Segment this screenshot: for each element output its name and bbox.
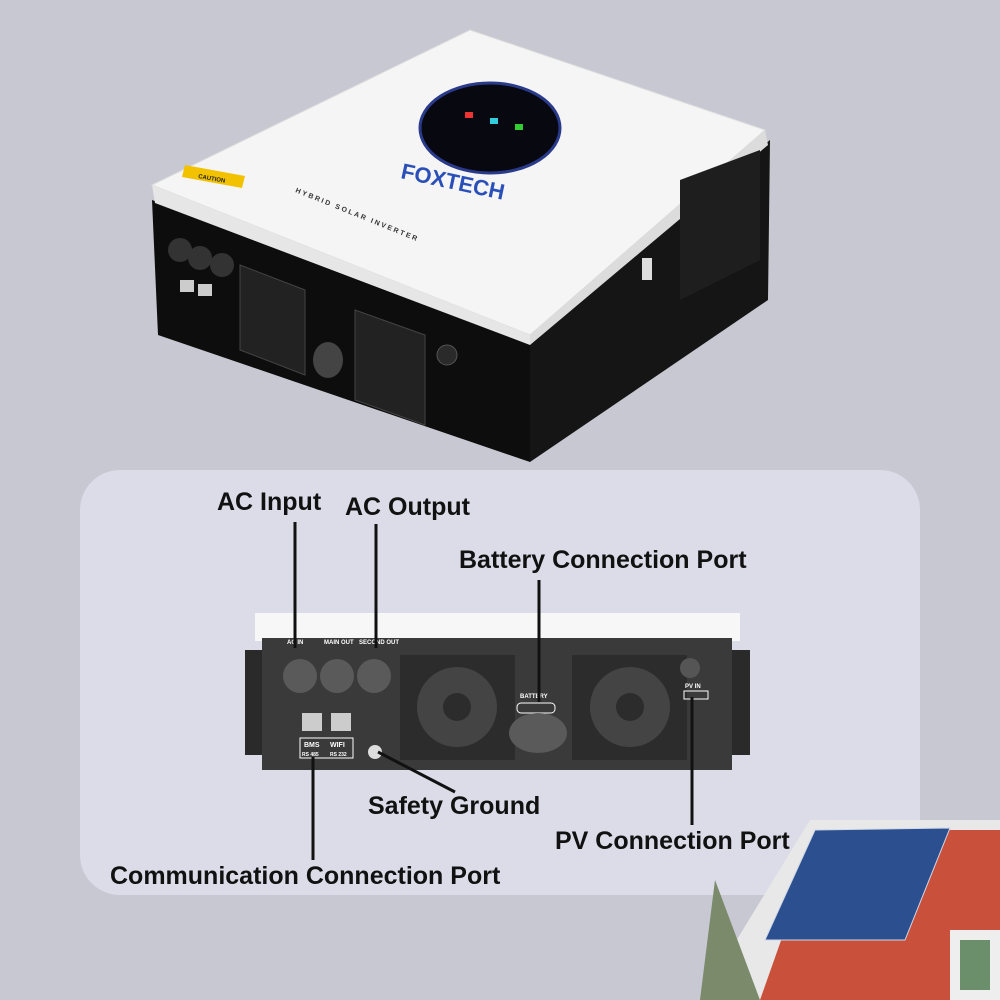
- display-screen: [418, 81, 562, 175]
- rs232-marking: RS 232: [330, 752, 347, 758]
- ground-screw: [368, 745, 382, 759]
- pv-in-marking: PV IN: [685, 684, 701, 690]
- caution-label: CAUTION: [198, 174, 226, 185]
- wifi-marking: WIFI: [330, 742, 345, 749]
- power-switch: [642, 258, 652, 280]
- fan-left: [239, 264, 306, 376]
- callout-ac-input: AC Input: [217, 488, 322, 516]
- bms-port: [302, 713, 322, 731]
- rs485-marking: RS 485: [302, 752, 319, 758]
- caution-sticker: [182, 165, 245, 188]
- inverter-perspective-view: CAUTION FOXTECH HYBRID SOLAR INVERTER: [150, 29, 770, 462]
- wifi-port: [331, 713, 351, 731]
- fan-right: [354, 309, 426, 426]
- ac-terminal-glands: [283, 659, 391, 693]
- inverter-side-black: [152, 200, 530, 462]
- battery-gland: [509, 713, 567, 753]
- pv-gland: [680, 658, 700, 678]
- callout-communication-port: Communication Connection Port: [110, 862, 501, 890]
- callout-lines: [293, 522, 694, 860]
- inverter-front-cover-edge: [152, 185, 530, 345]
- side-vent: [680, 150, 760, 300]
- bms-marking: BMS: [304, 742, 320, 749]
- callout-battery-port: Battery Connection Port: [459, 546, 747, 574]
- main-out-marking: MAIN OUT: [324, 640, 354, 646]
- callout-safety-ground: Safety Ground: [368, 792, 541, 820]
- callout-pv-port: PV Connection Port: [555, 827, 790, 855]
- battery-marking: BATTERY: [520, 694, 548, 700]
- second-out-marking: SECOND OUT: [359, 640, 399, 646]
- solar-roof-house-image: [700, 820, 1000, 1000]
- callout-ac-output: AC Output: [345, 493, 470, 521]
